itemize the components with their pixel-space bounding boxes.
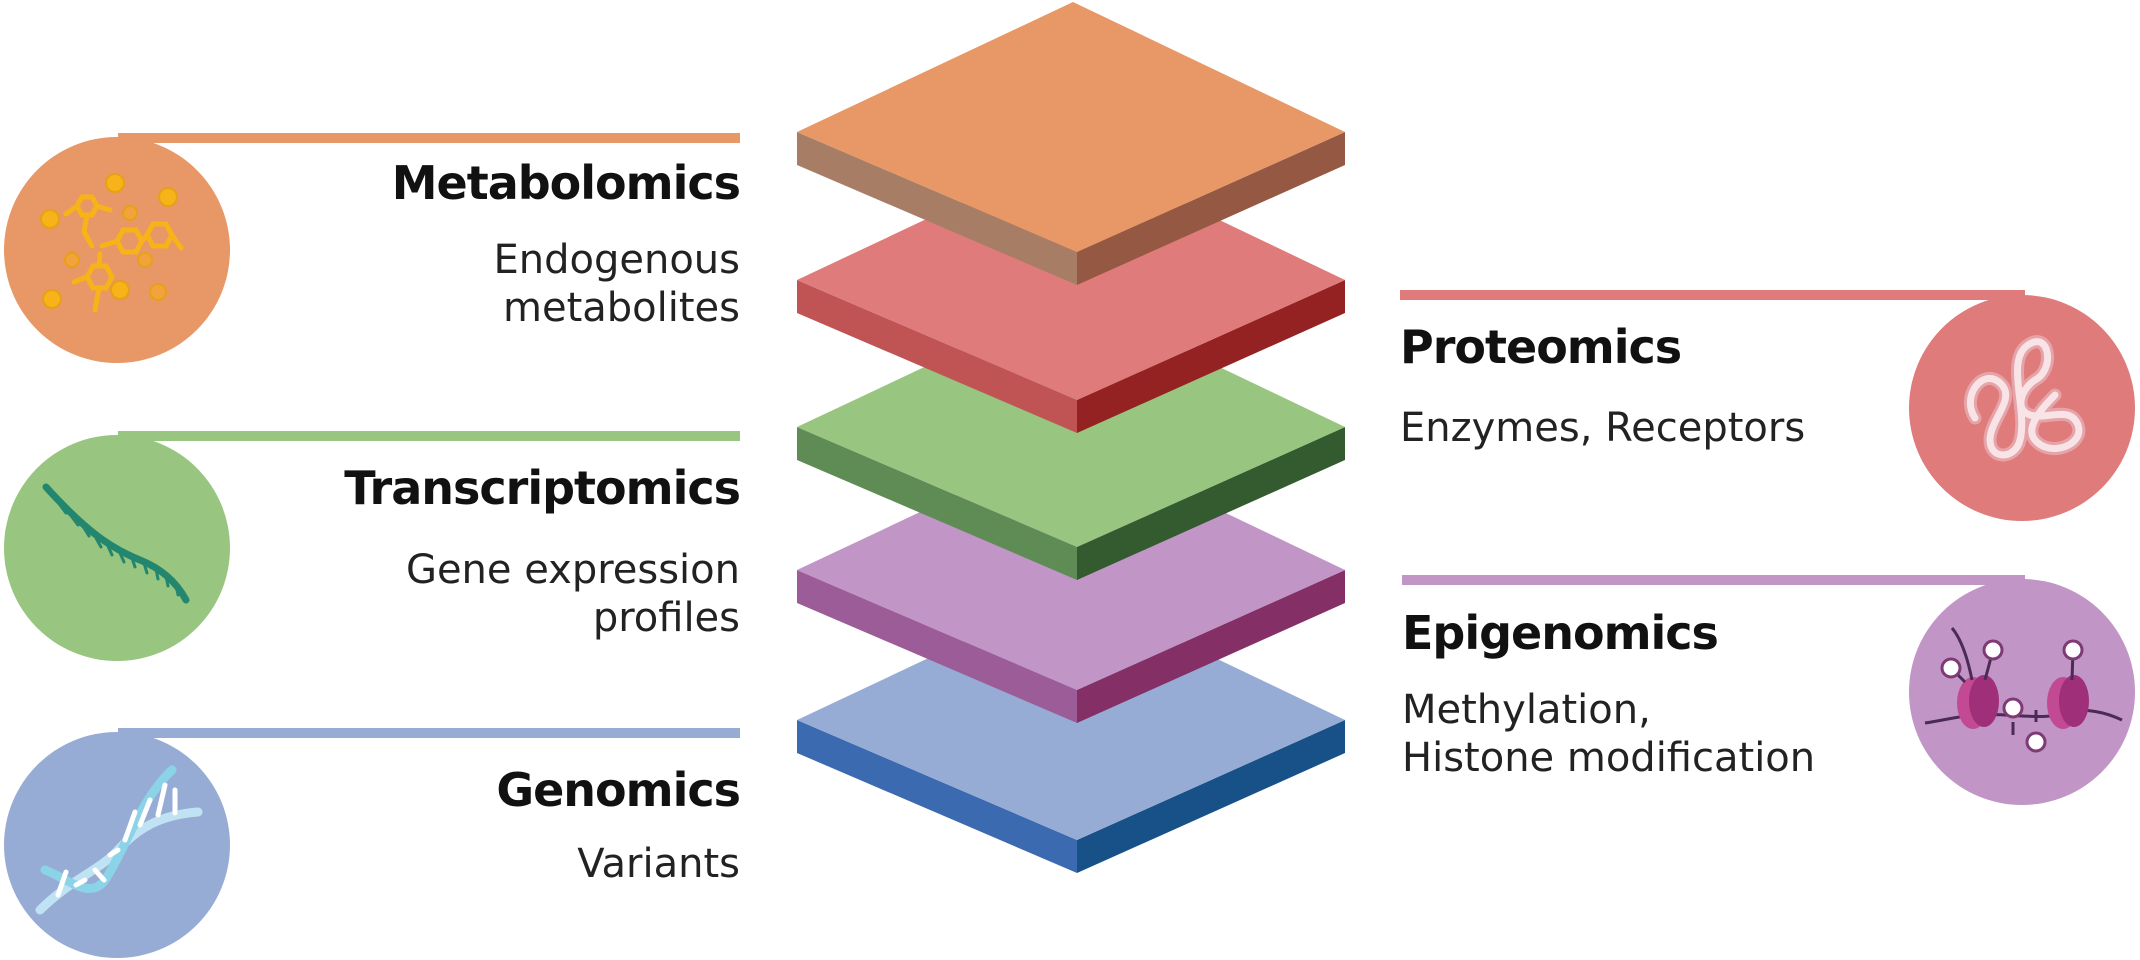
epigenomics-circle — [1909, 579, 2135, 805]
epigenomics-description-line: Methylation, — [1402, 687, 1651, 733]
transcriptomics-description-line: profiles — [592, 595, 740, 641]
metabolomics-slab-top-face — [797, 2, 1345, 252]
proteomics-slab-left-face — [797, 280, 1077, 433]
transcriptomics-description-line: Gene expression — [405, 547, 740, 593]
proteomics-slab-right-face — [1077, 280, 1345, 433]
transcriptomics-slab-left-face — [797, 427, 1077, 580]
metabolomics-slab-left-face — [797, 132, 1077, 285]
genomics-description-line: Variants — [577, 841, 740, 887]
genomics-circle — [4, 732, 230, 958]
protein-icon — [1963, 335, 2086, 462]
metabolomics-title: Metabolomics — [391, 156, 741, 210]
genomics-slab-left-face — [797, 720, 1077, 873]
proteomics-circle — [1909, 295, 2135, 521]
metabolomics-slab-right-face — [1077, 132, 1345, 285]
metabolomics-circle — [4, 137, 230, 363]
transcriptomics-circle — [4, 435, 230, 661]
dna-helix-icon — [35, 765, 203, 915]
metabolomics-description: Endogenous metabolites — [493, 236, 740, 332]
rna-strand-icon — [42, 483, 190, 604]
genomics-description: Variants — [577, 840, 740, 888]
epigenomics-description: Methylation, Histone modification — [1402, 686, 1815, 782]
proteomics-title: Proteomics — [1400, 320, 1682, 374]
metabolomics-description-line: metabolites — [503, 285, 740, 331]
transcriptomics-slab-right-face — [1077, 427, 1345, 580]
transcriptomics-description: Gene expression profiles — [406, 546, 740, 642]
epigenomics-slab-right-face — [1077, 570, 1345, 723]
proteomics-description-line: Enzymes, Receptors — [1400, 405, 1806, 451]
epigenomics-title: Epigenomics — [1402, 606, 1719, 660]
metabolomics-description-line: Endogenous — [493, 237, 740, 283]
genomics-title: Genomics — [496, 763, 741, 817]
transcriptomics-title: Transcriptomics — [344, 461, 741, 515]
epigenomics-slab-left-face — [797, 570, 1077, 723]
proteomics-description: Enzymes, Receptors — [1400, 404, 1805, 452]
metabolomics-slab — [797, 2, 1345, 285]
nucleosome-icon — [1924, 627, 2123, 753]
molecules-icon — [40, 173, 184, 313]
genomics-slab-right-face — [1077, 720, 1345, 873]
epigenomics-description-line: Histone modification — [1402, 735, 1816, 781]
